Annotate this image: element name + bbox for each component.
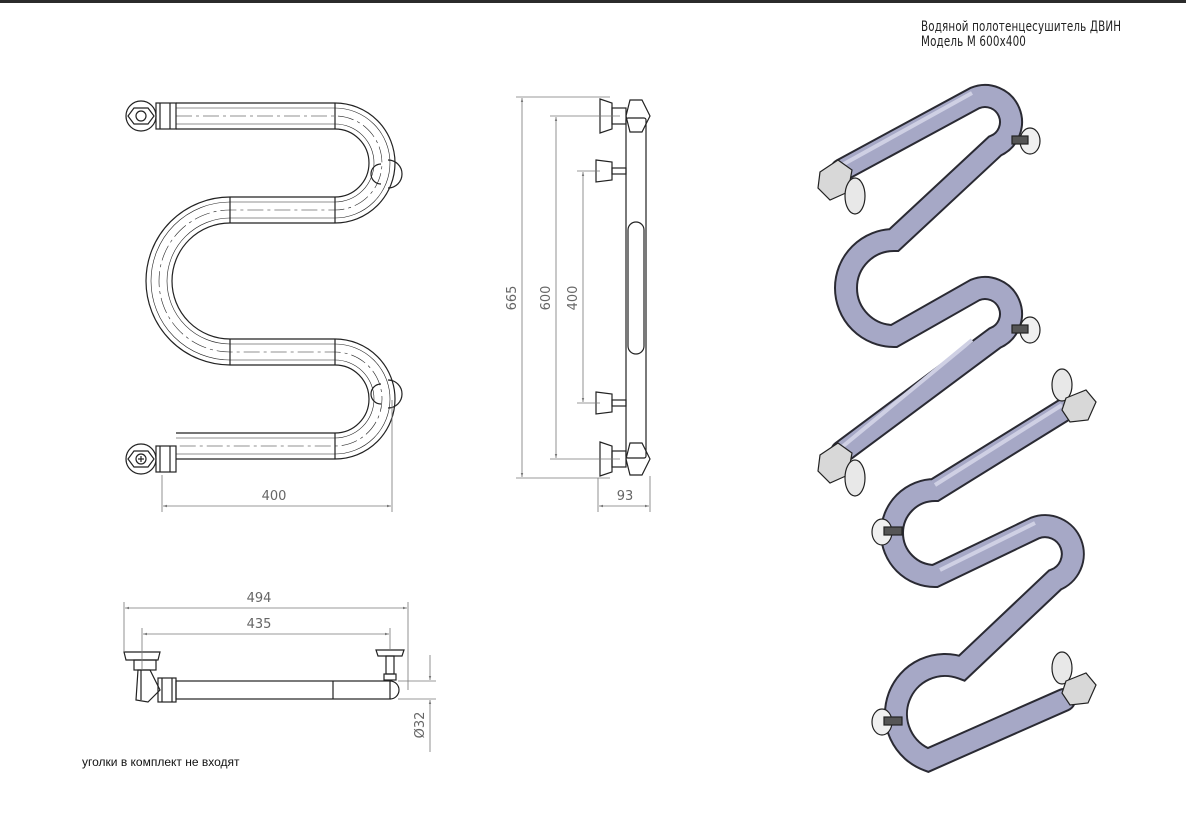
dim-side-overall-label: 665 bbox=[505, 286, 520, 311]
title-product: Водяной полотенцесушитель ДВИН bbox=[921, 19, 1122, 35]
dimension-top bbox=[123, 602, 436, 752]
side-view bbox=[595, 98, 651, 477]
dim-top-overall-label: 494 bbox=[247, 591, 272, 606]
front-view bbox=[125, 100, 403, 475]
drawing-title: Водяной полотенцесушитель ДВИН Модель М … bbox=[921, 20, 1121, 50]
dim-pipe-diameter-label: Ø32 bbox=[413, 712, 428, 739]
isometric-view-1 bbox=[817, 84, 1041, 497]
footnote: уголки в комплект не входят bbox=[82, 755, 240, 769]
isometric-view-2 bbox=[871, 368, 1097, 773]
dim-side-centers-label: 600 bbox=[539, 286, 554, 311]
top-view bbox=[123, 649, 405, 703]
dim-top-inner-label: 435 bbox=[247, 617, 272, 632]
dimension-side bbox=[516, 96, 651, 512]
dim-side-depth-label: 93 bbox=[617, 489, 634, 504]
dim-side-mounts-label: 400 bbox=[566, 286, 581, 311]
dimension-front-width bbox=[161, 400, 393, 512]
top-border bbox=[0, 0, 1186, 3]
title-model: Модель М 600х400 bbox=[921, 34, 1027, 50]
dim-front-width-label: 400 bbox=[262, 489, 287, 504]
